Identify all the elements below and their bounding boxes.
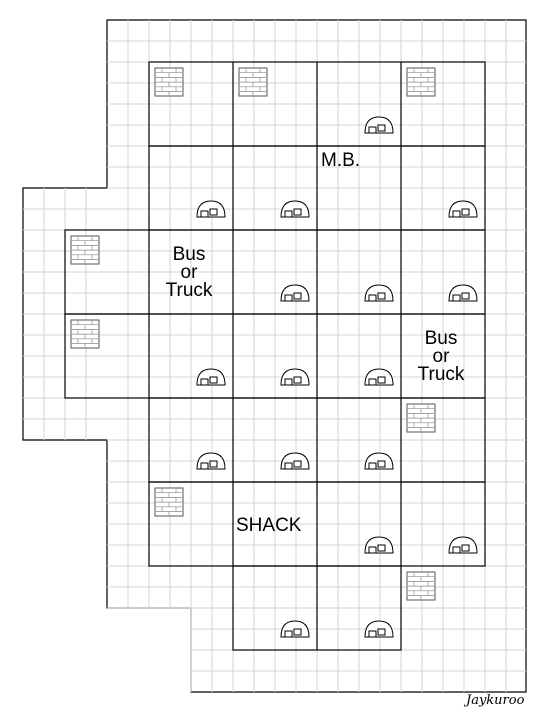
- car-tokens: [196, 116, 478, 638]
- brick-wall-icon: [154, 487, 184, 517]
- car-token-icon: [196, 452, 226, 470]
- car-token-icon: [364, 620, 394, 638]
- brick-wall-icon: [154, 67, 184, 97]
- label-vehicle-right-line3: Truck: [418, 364, 465, 385]
- car-token-icon: [280, 284, 310, 302]
- car-token-icon: [448, 200, 478, 218]
- brick-wall-icon: [406, 67, 436, 97]
- label-shack: SHACK: [236, 515, 302, 536]
- car-token-icon: [196, 368, 226, 386]
- brick-wall-icon: [406, 403, 436, 433]
- car-token-icon: [280, 452, 310, 470]
- block-grid: [64, 61, 486, 651]
- brick-wall-icon: [238, 67, 268, 97]
- label-vehicle-left-line1: Bus: [173, 244, 206, 265]
- car-token-icon: [448, 284, 478, 302]
- car-token-icon: [364, 116, 394, 134]
- car-token-icon: [280, 200, 310, 218]
- car-token-icon: [364, 452, 394, 470]
- car-token-icon: [196, 200, 226, 218]
- brick-wall-icon: [70, 319, 100, 349]
- car-token-icon: [448, 536, 478, 554]
- car-token-icon: [280, 620, 310, 638]
- label-vehicle-right-line1: Bus: [425, 328, 458, 349]
- artist-signature: Jaykuroo: [463, 693, 525, 708]
- wall-tiles: [70, 67, 436, 601]
- car-token-icon: [364, 368, 394, 386]
- brick-wall-icon: [70, 235, 100, 265]
- label-vehicle-left-line2: or: [181, 262, 199, 283]
- car-token-icon: [280, 368, 310, 386]
- label-vehicle-left-line3: Truck: [166, 280, 213, 301]
- label-vehicle-right-line2: or: [433, 346, 451, 367]
- car-token-icon: [364, 284, 394, 302]
- label-mb: M.B.: [321, 150, 360, 171]
- car-token-icon: [364, 536, 394, 554]
- brick-wall-icon: [406, 571, 436, 601]
